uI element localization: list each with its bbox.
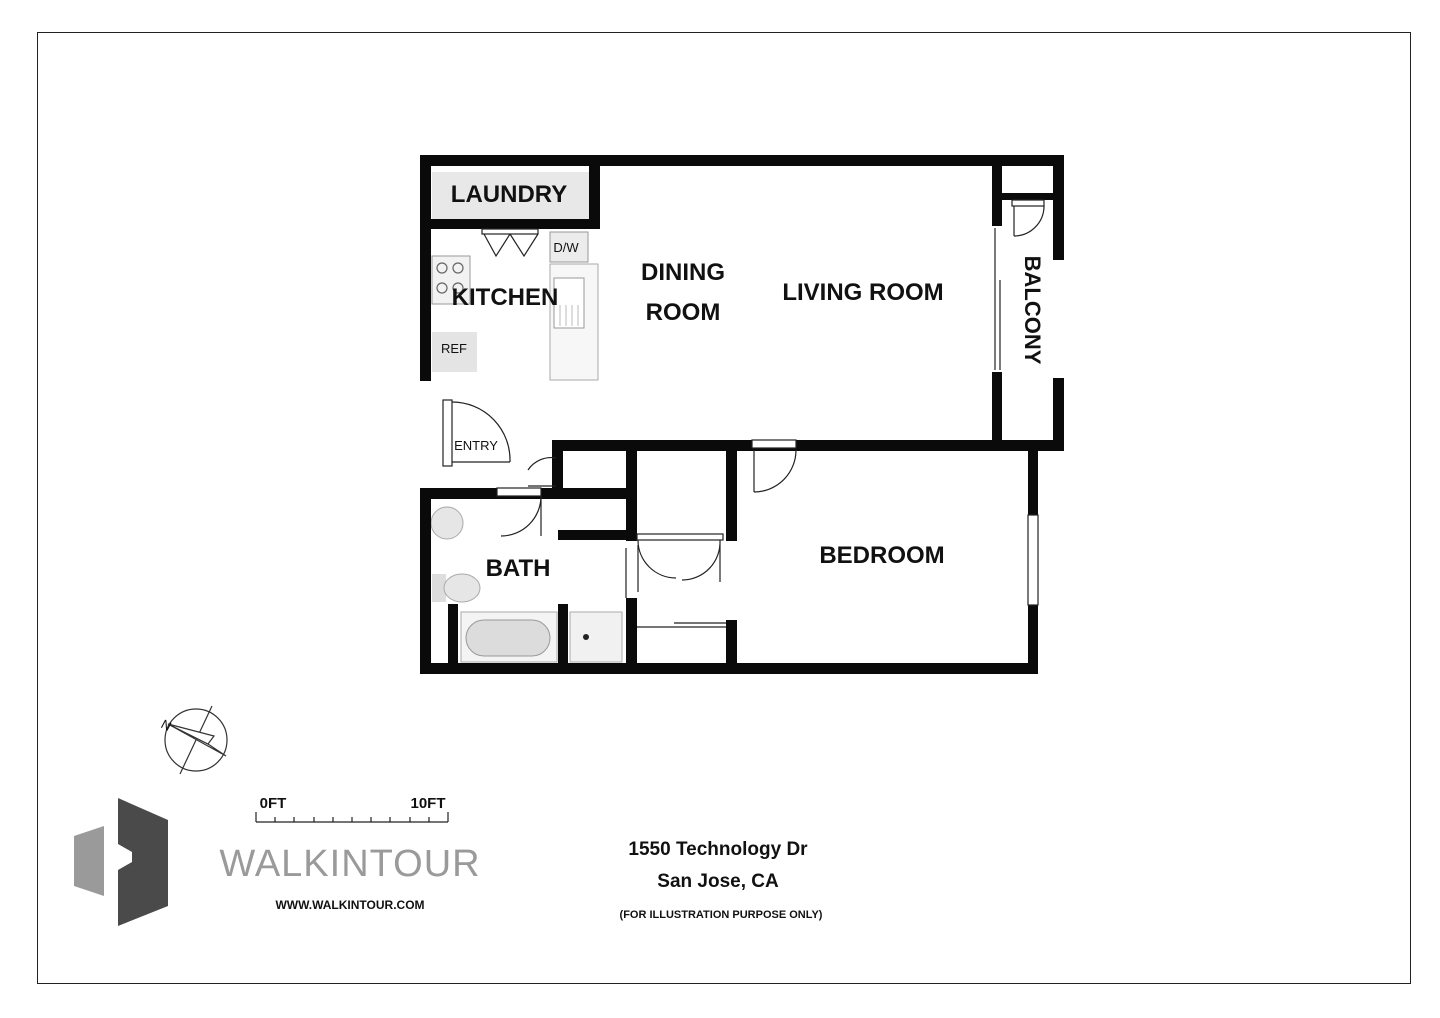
bedroom-label: BEDROOM bbox=[819, 542, 944, 569]
stove bbox=[431, 255, 471, 305]
scale-end-label: 10FT bbox=[410, 795, 445, 812]
refrigerator-label: REF bbox=[441, 341, 467, 356]
fixtures bbox=[430, 172, 623, 663]
doors-windows bbox=[442, 199, 1045, 628]
compass-icon bbox=[164, 705, 228, 775]
shower bbox=[569, 611, 623, 663]
laundry-label: LAUNDRY bbox=[451, 181, 567, 208]
dining-label-1: DINING bbox=[641, 259, 725, 286]
toilet-icon bbox=[443, 573, 481, 603]
address-line1: 1550 Technology Dr bbox=[628, 839, 808, 860]
entry-label: ENTRY bbox=[454, 438, 498, 453]
dishwasher bbox=[549, 231, 589, 263]
bathtub-icon bbox=[465, 619, 551, 657]
refrigerator bbox=[432, 332, 477, 372]
shower-drain-icon bbox=[583, 634, 589, 640]
bath-sink-icon bbox=[430, 506, 464, 540]
bath-label: BATH bbox=[486, 555, 551, 582]
walkintour-logo-icon bbox=[74, 798, 168, 926]
page-frame bbox=[37, 32, 1411, 984]
dishwasher-label: D/W bbox=[553, 240, 579, 255]
sink-drainboard-icon bbox=[559, 305, 579, 326]
living-room-label: LIVING ROOM bbox=[782, 279, 943, 306]
brand-url: WWW.WALKINTOUR.COM bbox=[275, 898, 424, 912]
sink-icon bbox=[553, 277, 585, 329]
scale-start-label: 0FT bbox=[260, 795, 287, 812]
brand-name: WALKINTOUR bbox=[219, 843, 480, 885]
stove-burners-icon bbox=[436, 262, 464, 294]
toilet-tank bbox=[432, 574, 446, 602]
kitchen-label: KITCHEN bbox=[452, 284, 559, 311]
laundry-area bbox=[432, 172, 589, 220]
scale-bar bbox=[255, 812, 449, 823]
address-line2: San Jose, CA bbox=[657, 871, 779, 892]
illustration-note: (FOR ILLUSTRATION PURPOSE ONLY) bbox=[620, 909, 823, 921]
dining-label-2: ROOM bbox=[646, 299, 721, 326]
balcony-label: BALCONY bbox=[1020, 256, 1045, 365]
